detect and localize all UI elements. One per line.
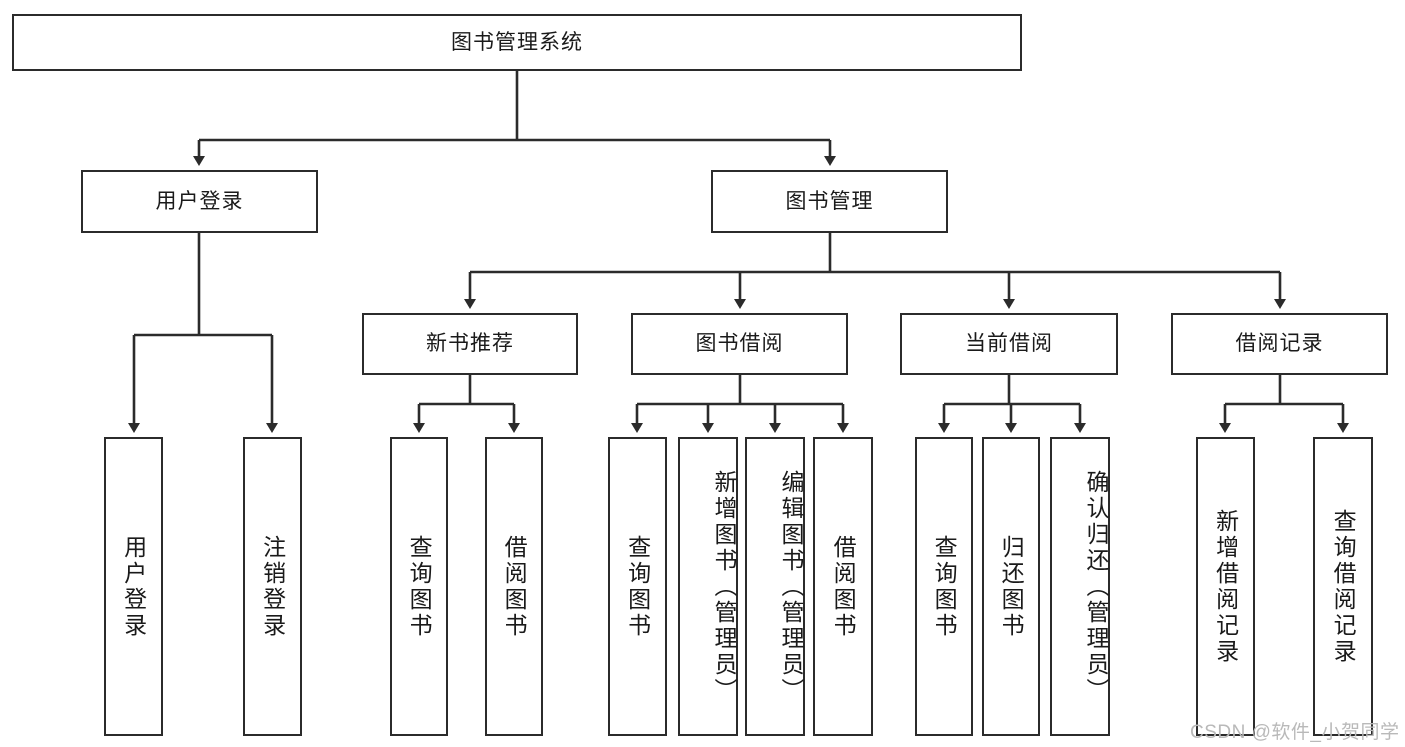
node-book-borrow[interactable]: 图书借阅	[631, 313, 848, 375]
node-user-login[interactable]: 用户登录	[81, 170, 318, 233]
leaf-borrow-book-new[interactable]: 借阅图书	[485, 437, 543, 736]
leaf-query-book-current[interactable]: 查询图书	[915, 437, 973, 736]
node-borrow-records[interactable]: 借阅记录	[1171, 313, 1388, 375]
node-root[interactable]: 图书管理系统	[12, 14, 1022, 71]
node-new-book-recommend[interactable]: 新书推荐	[362, 313, 578, 375]
leaf-user-login[interactable]: 用户登录	[104, 437, 163, 736]
leaf-user-logout[interactable]: 注销登录	[243, 437, 302, 736]
leaf-query-book-borrow[interactable]: 查询图书	[608, 437, 667, 736]
node-current-borrow[interactable]: 当前借阅	[900, 313, 1118, 375]
node-book-management[interactable]: 图书管理	[711, 170, 948, 233]
leaf-add-borrow-record[interactable]: 新增借阅记录	[1196, 437, 1255, 736]
leaf-edit-book-admin[interactable]: 编辑图书（管理员）	[745, 437, 805, 736]
leaf-query-book-new[interactable]: 查询图书	[390, 437, 448, 736]
leaf-lend-book[interactable]: 借阅图书	[813, 437, 873, 736]
leaf-confirm-return-admin[interactable]: 确认归还（管理员）	[1050, 437, 1110, 736]
csdn-watermark: CSDN @软件_小贺同学	[1190, 722, 1400, 743]
leaf-query-borrow-record[interactable]: 查询借阅记录	[1313, 437, 1373, 736]
leaf-add-book-admin[interactable]: 新增图书（管理员）	[678, 437, 738, 736]
leaf-return-book[interactable]: 归还图书	[982, 437, 1040, 736]
